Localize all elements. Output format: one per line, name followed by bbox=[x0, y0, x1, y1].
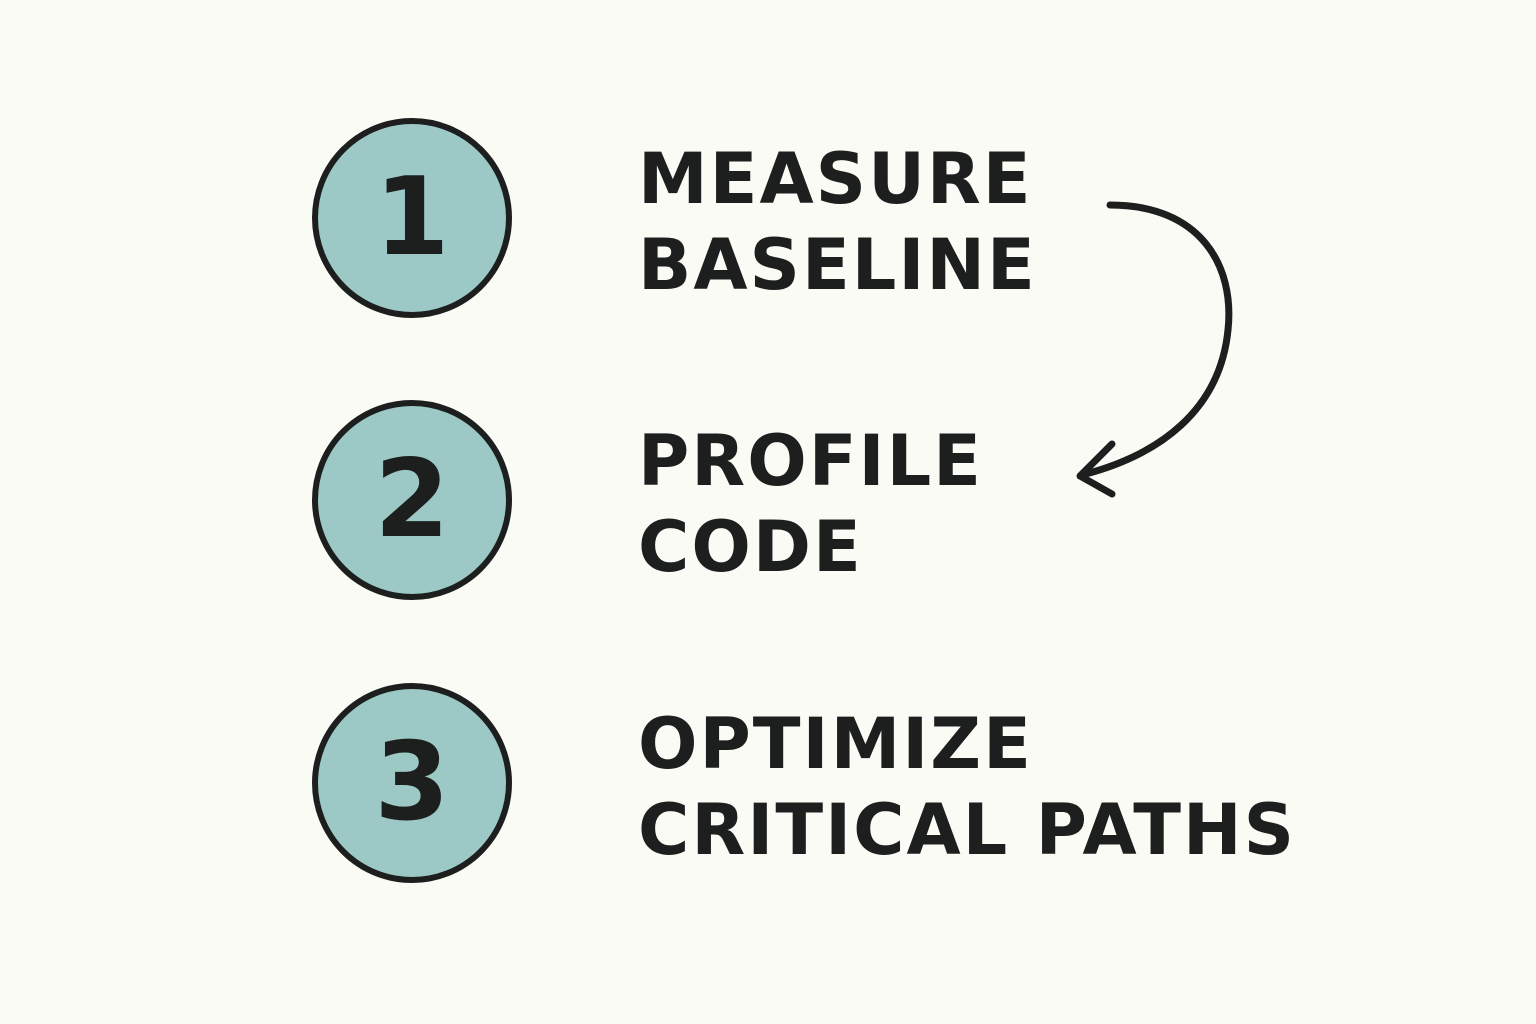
step-2-label-line-2: CODE bbox=[638, 506, 863, 588]
step-1-label: MEASURE BASELINE bbox=[638, 136, 1037, 308]
step-2-label: PROFILE CODE bbox=[638, 418, 983, 590]
step-2-label-line-1: PROFILE bbox=[638, 420, 983, 502]
step-3-label-line-2: CRITICAL PATHS bbox=[638, 789, 1296, 871]
step-3-number: 3 bbox=[374, 720, 450, 845]
step-3-label-line-1: OPTIMIZE bbox=[638, 703, 1033, 785]
curved-arrow-head bbox=[1076, 440, 1116, 498]
step-3-badge: 3 bbox=[312, 683, 512, 883]
step-3: 3 OPTIMIZE CRITICAL PATHS bbox=[0, 673, 1536, 893]
curved-arrow-shaft bbox=[1078, 201, 1233, 479]
step-1-badge: 1 bbox=[312, 118, 512, 318]
step-2: 2 PROFILE CODE bbox=[0, 390, 1536, 610]
step-2-badge: 2 bbox=[312, 400, 512, 600]
step-1-label-line-1: MEASURE bbox=[638, 138, 1033, 220]
step-1-number: 1 bbox=[374, 155, 450, 280]
step-3-label: OPTIMIZE CRITICAL PATHS bbox=[638, 701, 1296, 873]
step-1-label-line-2: BASELINE bbox=[638, 224, 1037, 306]
step-2-number: 2 bbox=[374, 437, 450, 562]
step-1: 1 MEASURE BASELINE bbox=[0, 108, 1536, 328]
